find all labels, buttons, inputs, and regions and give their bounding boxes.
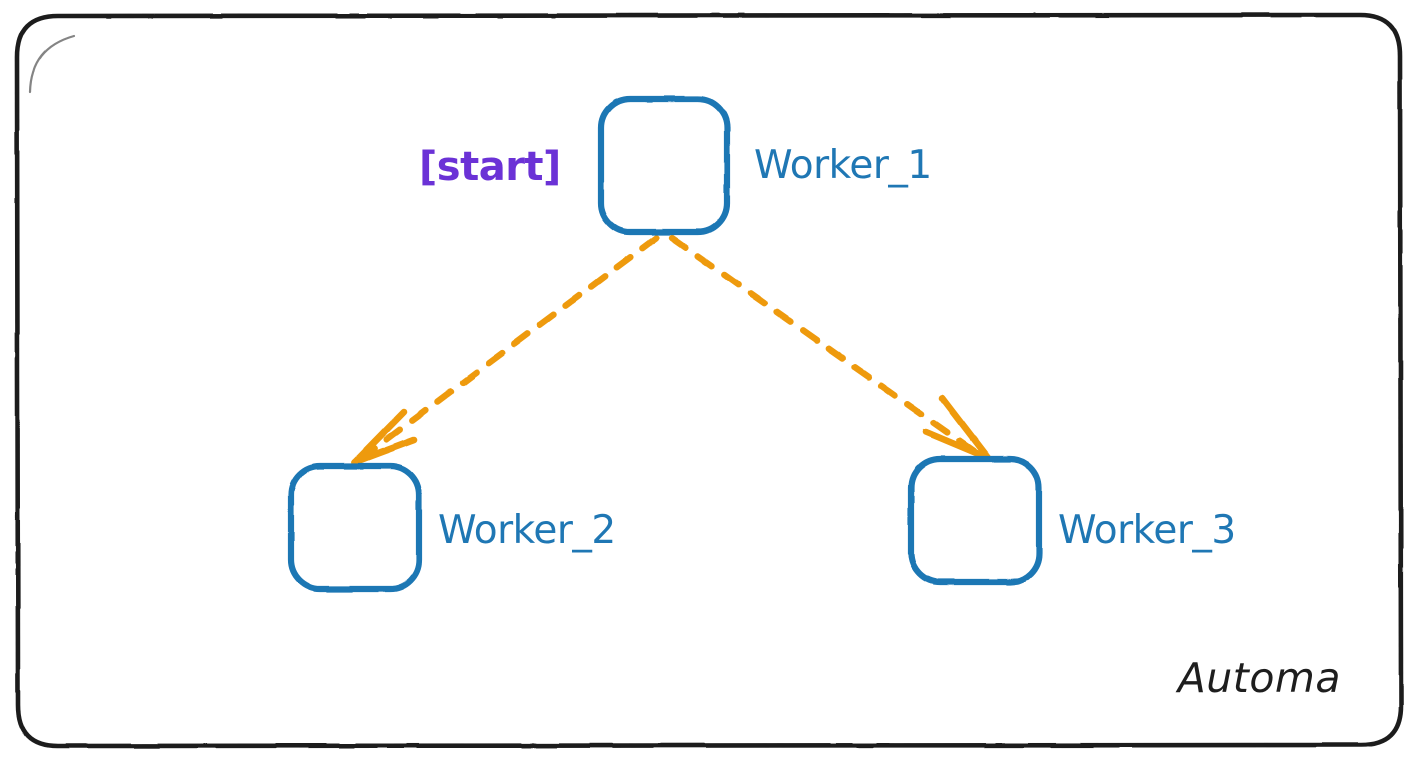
node-worker-2[interactable] — [287, 462, 423, 593]
node-worker-3[interactable] — [907, 455, 1043, 586]
edge-worker1-worker2 — [351, 234, 660, 466]
edge-worker1-worker3 — [668, 234, 992, 462]
node-group — [287, 95, 1043, 593]
node-label-worker-1: Worker_1 — [754, 143, 932, 188]
start-tag-label: [start] — [419, 144, 561, 190]
edge-group — [351, 234, 992, 466]
node-label-worker-2: Worker_2 — [438, 508, 616, 553]
label-group: [start] Worker_1 Worker_2 Worker_3 Autom… — [419, 143, 1341, 702]
watermark-label: Automa — [1175, 654, 1341, 702]
outer-frame — [14, 12, 1404, 749]
node-label-worker-3: Worker_3 — [1058, 508, 1236, 553]
node-worker-1[interactable] — [597, 95, 731, 236]
